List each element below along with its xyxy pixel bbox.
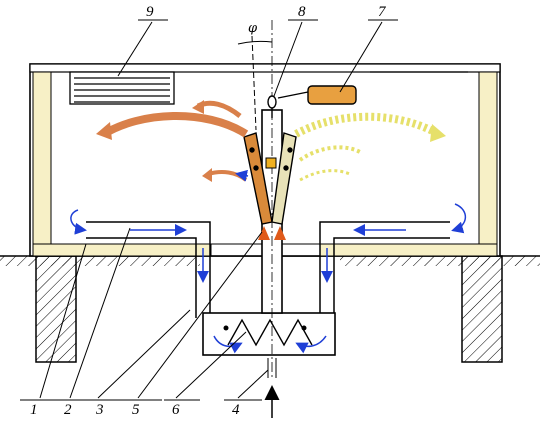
heated-zone xyxy=(258,226,286,240)
label-1: 1 xyxy=(30,402,38,418)
leader-lines xyxy=(20,19,398,401)
heater-box xyxy=(202,312,336,356)
label-9: 9 xyxy=(146,4,154,20)
inlet-arrow xyxy=(264,358,280,418)
foundation-pillars xyxy=(35,255,503,363)
label-4: 4 xyxy=(232,402,240,418)
label-phi: φ xyxy=(248,21,258,36)
drive-motor xyxy=(307,85,357,105)
nozzle-arms xyxy=(243,132,297,225)
return-ducts xyxy=(86,221,450,318)
label-7: 7 xyxy=(378,4,387,20)
angle-indicator xyxy=(237,35,273,131)
drive-rod xyxy=(267,91,309,118)
label-3: 3 xyxy=(95,402,104,418)
cool-air-flows xyxy=(294,112,446,182)
ventilation-grille xyxy=(69,71,468,105)
label-2: 2 xyxy=(64,402,72,418)
label-8: 8 xyxy=(298,4,306,20)
label-6: 6 xyxy=(172,402,180,418)
return-air-arrows xyxy=(70,169,467,354)
label-5: 5 xyxy=(132,402,140,418)
part-labels: 1 2 3 5 6 4 7 8 9 φ xyxy=(30,4,387,418)
